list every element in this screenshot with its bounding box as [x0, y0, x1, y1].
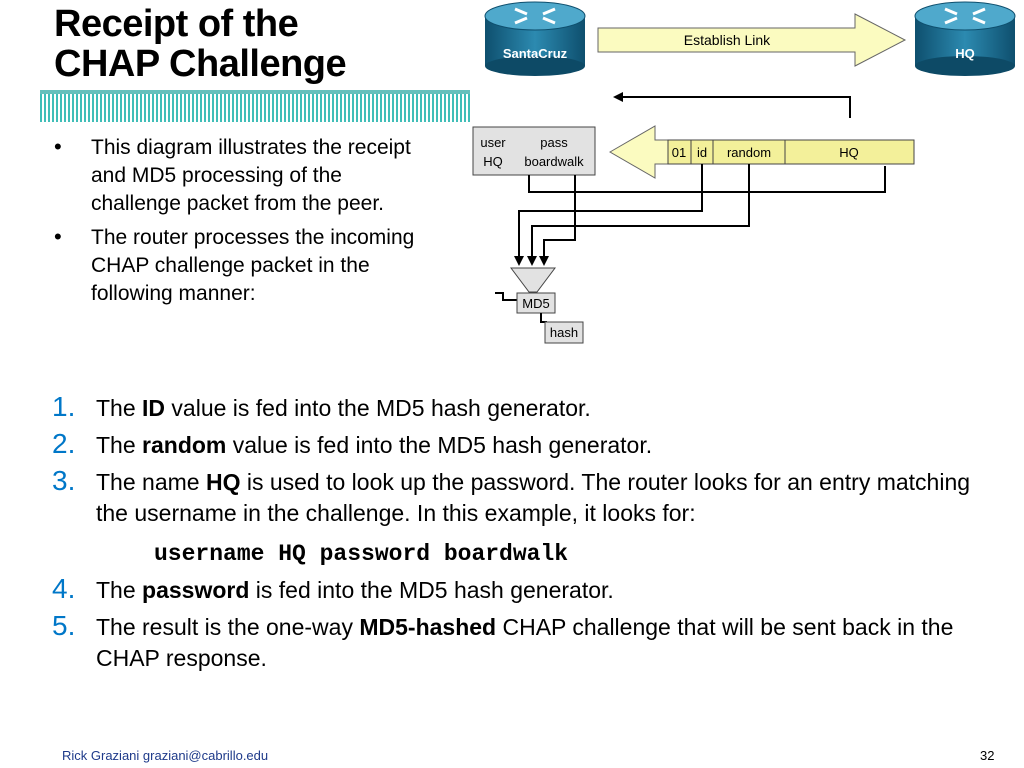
- step-text-pre: The name: [96, 469, 206, 495]
- step-text-post: value is fed into the MD5 hash generator…: [165, 395, 591, 421]
- slide-title-line1: Receipt of the: [54, 3, 299, 45]
- router-left-label: SantaCruz: [503, 46, 568, 61]
- step-item: 5. The result is the one-way MD5-hashed C…: [52, 610, 1002, 674]
- bullet-text: This diagram illustrates the receipt and…: [91, 136, 411, 215]
- step-number: 2.: [52, 428, 76, 459]
- router-hq-icon: HQ: [914, 1, 1016, 76]
- step-keyword: random: [142, 432, 227, 458]
- step-text-post: is fed into the MD5 hash generator.: [249, 577, 614, 603]
- md5-funnel: [510, 267, 556, 293]
- md5-label: MD5: [522, 296, 549, 311]
- step-item: 4. The password is fed into the MD5 hash …: [52, 573, 1002, 606]
- step-number: 1.: [52, 391, 76, 422]
- step-text-post: is used to look up the password. The rou…: [96, 469, 971, 526]
- step-item: 1. The ID value is fed into the MD5 hash …: [52, 391, 1002, 424]
- establish-link-arrow: Establish Link: [597, 13, 907, 67]
- slide-title: Receipt of the CHAP Challenge: [54, 3, 347, 85]
- router-santacruz-icon: SantaCruz: [484, 1, 586, 76]
- table-pass-value: boardwalk: [524, 154, 584, 169]
- md5-output-line: [540, 313, 547, 323]
- step-text-pre: The result is the one-way: [96, 614, 360, 640]
- step-text-pre: The: [96, 432, 143, 458]
- user-pass-table: user pass HQ boardwalk: [472, 126, 596, 176]
- step-number: 3.: [52, 465, 76, 496]
- step-keyword: password: [142, 577, 250, 603]
- step-text-pre: The: [96, 577, 143, 603]
- packet-name-field: HQ: [839, 145, 859, 160]
- steps-list: 1. The ID value is fed into the MD5 hash …: [52, 391, 1002, 680]
- bullet-text: The router processes the incoming CHAP c…: [91, 226, 415, 305]
- challenge-packet: [667, 139, 915, 165]
- step-text-post: CHAP challenge that will be sent back in…: [96, 614, 954, 671]
- step-keyword: ID: [142, 395, 166, 421]
- step-number: 5.: [52, 610, 76, 641]
- chap-diagram: SantaCruz HQ Establish Link user pass HQ…: [472, 1, 1016, 344]
- packet-code-field: 01: [672, 145, 686, 160]
- link-label: Establish Link: [684, 32, 771, 48]
- router-right-label: HQ: [955, 46, 975, 61]
- md5-arrowheads: [514, 256, 549, 266]
- footer-author: Rick Graziani graziani@cabrillo.edu: [62, 748, 269, 763]
- bullet-list: • This diagram illustrates the receipt an…: [52, 134, 422, 314]
- step-keyword: MD5-hashed: [359, 614, 497, 640]
- config-command: username HQ password boardwalk: [154, 541, 569, 567]
- step-text-pre: The: [96, 395, 143, 421]
- md5-input-lines: [518, 164, 886, 260]
- bullet-item: • This diagram illustrates the receipt an…: [52, 134, 422, 218]
- title-stripe-decoration: [40, 94, 470, 122]
- challenge-packet-arrow: 01 id random HQ: [609, 125, 915, 179]
- step-item: 2. The random value is fed into the MD5 h…: [52, 428, 1002, 461]
- hash-box: [544, 321, 584, 344]
- bullet-dot-icon: •: [54, 134, 62, 159]
- page-number: 32: [980, 748, 995, 763]
- md5-clock-line: [495, 292, 517, 301]
- md5-box: [516, 292, 556, 314]
- table-header-pass: pass: [540, 135, 568, 150]
- packet-random-field: random: [727, 145, 771, 160]
- table-user-value: HQ: [483, 154, 503, 169]
- bullet-dot-icon: •: [54, 224, 62, 249]
- bullet-item: • The router processes the incoming CHAP …: [52, 224, 422, 308]
- step-number: 4.: [52, 573, 76, 604]
- title-underline-bar: [40, 90, 470, 94]
- step-text-post: value is fed into the MD5 hash generator…: [226, 432, 653, 458]
- hash-label: hash: [550, 325, 578, 340]
- packet-id-field: id: [697, 145, 707, 160]
- step-keyword: HQ: [205, 469, 241, 495]
- step-item: 3. The name HQ is used to look up the pas…: [52, 465, 1002, 569]
- slide-title-line2: CHAP Challenge: [54, 43, 347, 85]
- table-header-user: user: [480, 135, 506, 150]
- return-arrow: [613, 92, 851, 118]
